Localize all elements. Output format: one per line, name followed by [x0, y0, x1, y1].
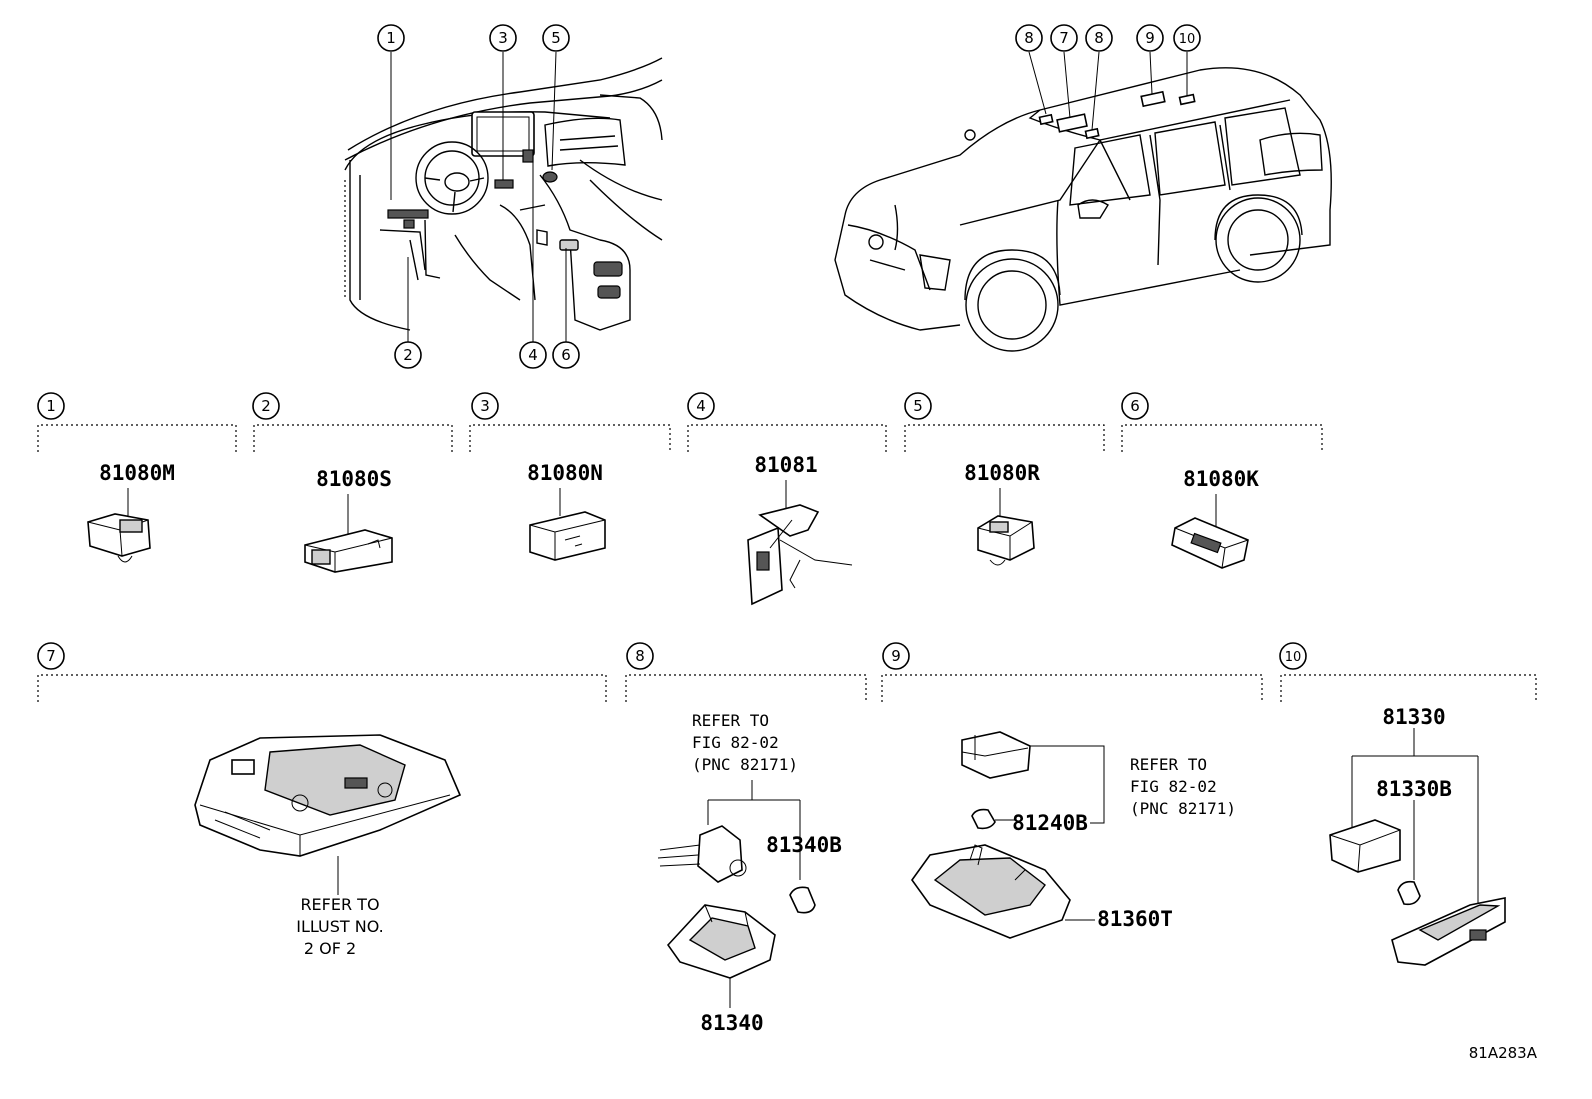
- part-number-81360T[interactable]: 81360T: [1097, 907, 1173, 931]
- section-callouts-row2: 7 8 9 10: [37, 642, 1307, 670]
- section-10-label: 10: [1285, 650, 1302, 665]
- callout-10-top: 10: [1179, 32, 1196, 47]
- part-number-81330B[interactable]: 81330B: [1376, 777, 1452, 801]
- switch-81080S-drawing: [304, 494, 393, 573]
- callout-circles-top: 1 3 5 2 4 6 8 7 8 9 10: [377, 24, 1201, 369]
- section-1-label: 1: [46, 397, 56, 415]
- section8-note-line2: FIG 82-02: [692, 733, 779, 752]
- illustration-code: 81A283A: [1469, 1044, 1538, 1062]
- vehicle-exterior-illustration: [834, 67, 1332, 352]
- section-9-label: 9: [891, 647, 901, 665]
- interior-callout-leaders: [390, 51, 567, 346]
- switch-81080N-drawing: [529, 488, 606, 561]
- section7-note-line1: REFER TO: [300, 895, 379, 914]
- callout-9-top: 9: [1145, 29, 1155, 47]
- switch-81080R-drawing: [977, 488, 1035, 566]
- section-7-label: 7: [46, 647, 56, 665]
- part-number-81340B[interactable]: 81340B: [766, 833, 842, 857]
- section-brackets-row1: [37, 424, 1323, 452]
- callout-4-top: 4: [528, 346, 538, 364]
- section-brackets-row2: [37, 674, 1537, 702]
- section-2-label: 2: [261, 397, 271, 415]
- section7-note-line3: 2 OF 2: [304, 939, 356, 958]
- section8-note-line1: REFER TO: [692, 711, 769, 730]
- section9-note-line1: REFER TO: [1130, 755, 1207, 774]
- switch-81080M-drawing: [87, 488, 151, 563]
- part-number-81080M[interactable]: 81080M: [99, 461, 175, 485]
- exterior-callout-leaders: [1028, 51, 1188, 131]
- section-3-label: 3: [480, 397, 490, 415]
- callout-2-top: 2: [403, 346, 413, 364]
- section-8-label: 8: [635, 647, 645, 665]
- part-number-81330[interactable]: 81330: [1382, 705, 1445, 729]
- part-number-81080R[interactable]: 81080R: [964, 461, 1040, 485]
- callout-8-top-left: 8: [1024, 29, 1034, 47]
- callout-5-top: 5: [551, 29, 561, 47]
- callout-8-top-right: 8: [1094, 29, 1104, 47]
- switch-81080K-drawing: [1171, 494, 1249, 569]
- part-number-81080N[interactable]: 81080N: [527, 461, 603, 485]
- section9-note-line3: (PNC 82171): [1130, 799, 1236, 818]
- interior-lamp-drawing: [911, 731, 1105, 939]
- section9-note-line2: FIG 82-02: [1130, 777, 1217, 796]
- callout-3-top: 3: [498, 29, 508, 47]
- part-number-81240B[interactable]: 81240B: [1012, 811, 1088, 835]
- part-number-81080S[interactable]: 81080S: [316, 467, 392, 491]
- section-5-label: 5: [913, 397, 923, 415]
- personal-lamp-drawing: [657, 780, 816, 1008]
- callout-7-top: 7: [1059, 29, 1069, 47]
- callout-6-top: 6: [561, 346, 571, 364]
- overhead-console-drawing: [194, 734, 462, 895]
- switch-81081-drawing: [747, 480, 853, 606]
- section-4-label: 4: [696, 397, 706, 415]
- section-callouts-row1: 1 2 3 4 5 6: [37, 392, 1149, 420]
- part-number-81081[interactable]: 81081: [754, 453, 817, 477]
- section8-note-line3: (PNC 82171): [692, 755, 798, 774]
- vanity-lamp-drawing: [1329, 728, 1506, 966]
- part-number-81340[interactable]: 81340: [700, 1011, 763, 1035]
- part-number-81080K[interactable]: 81080K: [1183, 467, 1259, 491]
- section-6-label: 6: [1130, 397, 1140, 415]
- section7-note-line2: ILLUST NO.: [296, 917, 383, 936]
- callout-1-top: 1: [386, 29, 396, 47]
